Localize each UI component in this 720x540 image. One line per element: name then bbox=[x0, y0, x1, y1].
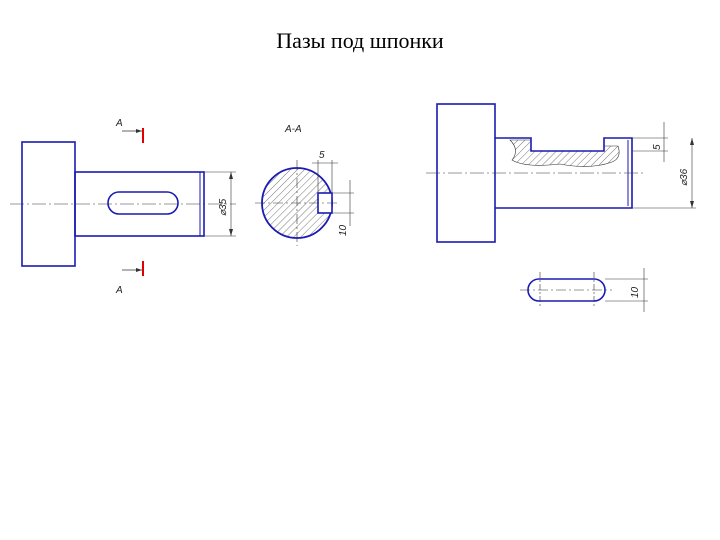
section-title: A-A bbox=[284, 124, 302, 135]
section-width-label: 5 bbox=[319, 150, 325, 161]
right-diameter-label: ⌀36 bbox=[679, 168, 690, 186]
right-depth-label: 5 bbox=[652, 144, 663, 150]
left-diameter-label: ⌀35 bbox=[218, 198, 229, 216]
section-mark-bottom-label: A bbox=[115, 285, 123, 296]
section-mark-top-label: A bbox=[115, 118, 123, 129]
page-title: Пазы под шпонки bbox=[276, 28, 444, 53]
right-hatch-region bbox=[509, 139, 620, 167]
section-view: A-A 5 10 bbox=[255, 124, 354, 246]
right-shaft-body bbox=[495, 137, 633, 209]
section-depth-label: 10 bbox=[338, 224, 349, 236]
left-keyway-slot bbox=[107, 191, 179, 215]
right-slot-label: 10 bbox=[630, 286, 641, 298]
right-shaft-view: 5 ⌀36 10 bbox=[426, 103, 696, 312]
left-shaft-view: ⌀35 A A bbox=[10, 118, 236, 296]
